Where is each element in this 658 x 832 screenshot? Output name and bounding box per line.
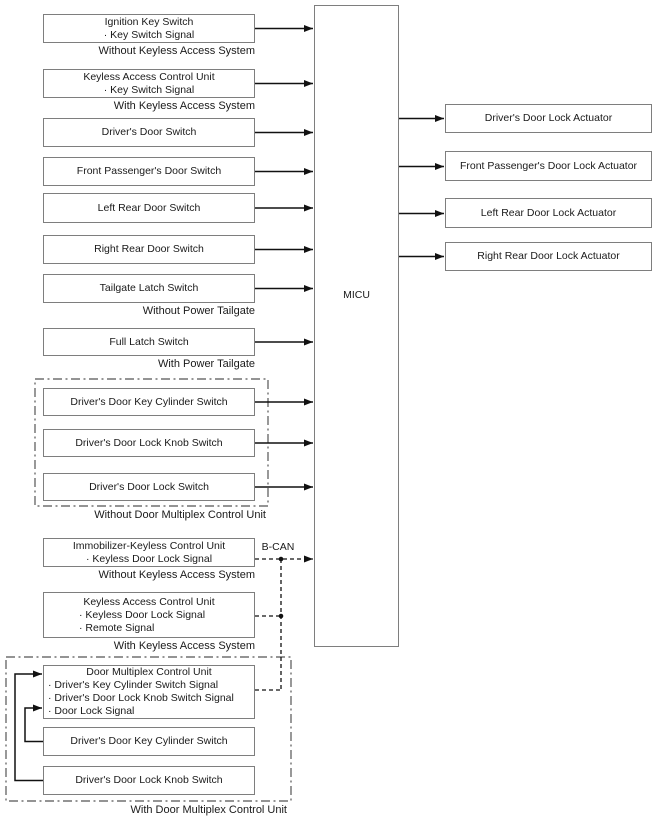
- box-title: Driver's Door Lock Actuator: [484, 112, 613, 124]
- input-box-drivers-door-lock-knob-switch-2: Driver's Door Lock Knob Switch: [43, 766, 255, 795]
- loop-arrow-lock-knob-to-multiplex: [14, 670, 43, 782]
- box-title: Left Rear Door Switch: [97, 201, 201, 214]
- input-box-door-multiplex-control-unit: Door Multiplex Control Unit · Driver's K…: [43, 665, 255, 719]
- box-title: Driver's Door Lock Knob Switch: [75, 774, 223, 786]
- input-box-ignition-key-switch: Ignition Key Switch · Key Switch Signal: [43, 14, 255, 43]
- box-signal-line: · Key Switch Signal: [103, 28, 195, 41]
- box-title: Full Latch Switch: [109, 335, 189, 348]
- caption-with-keyless-access-2: With Keyless Access System: [113, 640, 255, 652]
- input-box-drivers-door-lock-switch: Driver's Door Lock Switch: [43, 473, 255, 501]
- box-title: Left Rear Door Lock Actuator: [480, 206, 617, 219]
- output-box-drivers-door-lock-actuator: Driver's Door Lock Actuator: [445, 104, 652, 133]
- box-title: Door Multiplex Control Unit: [86, 666, 212, 678]
- box-title: Driver's Door Key Cylinder Switch: [70, 395, 228, 408]
- caption-without-keyless-access-1: Without Keyless Access System: [98, 45, 256, 57]
- input-box-drivers-door-key-cylinder-switch-2: Driver's Door Key Cylinder Switch: [43, 727, 255, 756]
- bcan-junction-dot: [278, 556, 284, 562]
- output-box-right-rear-door-lock-actuator: Right Rear Door Lock Actuator: [445, 242, 652, 271]
- input-box-keyless-access-control-unit-door-lock: Keyless Access Control Unit · Keyless Do…: [43, 592, 255, 638]
- box-signal-line: · Keyless Door Lock Signal: [79, 608, 206, 621]
- caption-without-keyless-access-2: Without Keyless Access System: [98, 569, 256, 581]
- input-box-drivers-door-switch: Driver's Door Switch: [43, 118, 255, 147]
- input-box-front-passengers-door-switch: Front Passenger's Door Switch: [43, 157, 255, 186]
- box-title: Driver's Door Lock Switch: [89, 480, 209, 493]
- box-title: Keyless Access Control Unit: [83, 70, 215, 83]
- box-title: Tailgate Latch Switch: [99, 282, 199, 294]
- input-box-drivers-door-key-cylinder-switch: Driver's Door Key Cylinder Switch: [43, 388, 255, 416]
- input-box-drivers-door-lock-knob-switch: Driver's Door Lock Knob Switch: [43, 429, 255, 457]
- micu-label: MICU: [343, 289, 370, 301]
- box-title: Keyless Access Control Unit: [83, 595, 215, 608]
- bcan-bus-label: B-CAN: [261, 541, 295, 553]
- input-box-tailgate-latch-switch: Tailgate Latch Switch: [43, 274, 255, 303]
- caption-without-door-multiplex-group: Without Door Multiplex Control Unit: [94, 509, 266, 521]
- box-signal-line: · Key Switch Signal: [103, 83, 195, 96]
- output-box-left-rear-door-lock-actuator: Left Rear Door Lock Actuator: [445, 198, 652, 228]
- box-title: Right Rear Door Lock Actuator: [477, 250, 620, 262]
- input-box-immobilizer-keyless-control-unit: Immobilizer-Keyless Control Unit · Keyle…: [43, 538, 255, 567]
- input-box-left-rear-door-switch: Left Rear Door Switch: [43, 193, 255, 223]
- box-title: Ignition Key Switch: [104, 15, 194, 28]
- box-signal-line: · Remote Signal: [79, 621, 155, 634]
- box-title: Driver's Door Key Cylinder Switch: [70, 735, 228, 747]
- input-box-right-rear-door-switch: Right Rear Door Switch: [43, 235, 255, 264]
- box-title: Immobilizer-Keyless Control Unit: [72, 539, 226, 552]
- box-title: Front Passenger's Door Lock Actuator: [459, 159, 638, 172]
- output-box-front-passengers-door-lock-actuator: Front Passenger's Door Lock Actuator: [445, 151, 652, 181]
- caption-without-power-tailgate: Without Power Tailgate: [142, 305, 255, 317]
- box-title: Driver's Door Lock Knob Switch: [75, 436, 223, 449]
- box-signal-line: · Driver's Door Lock Knob Switch Signal: [48, 692, 234, 704]
- box-title: Right Rear Door Switch: [94, 243, 204, 255]
- box-title: Driver's Door Switch: [101, 126, 197, 138]
- micu-box: MICU: [314, 5, 399, 647]
- caption-with-door-multiplex-group: With Door Multiplex Control Unit: [130, 804, 288, 816]
- caption-with-keyless-access-1: With Keyless Access System: [113, 100, 255, 112]
- input-box-keyless-access-control-unit-key: Keyless Access Control Unit · Key Switch…: [43, 69, 255, 98]
- input-box-full-latch-switch: Full Latch Switch: [43, 328, 255, 356]
- bcan-junction-dot: [278, 613, 284, 619]
- box-title: Front Passenger's Door Switch: [76, 165, 222, 177]
- box-signal-line: · Keyless Door Lock Signal: [85, 552, 213, 565]
- box-signal-line: · Driver's Key Cylinder Switch Signal: [48, 679, 219, 691]
- box-signal-line: · Door Lock Signal: [48, 705, 135, 717]
- loop-arrow-key-cylinder-to-multiplex: [24, 704, 43, 743]
- caption-with-power-tailgate: With Power Tailgate: [157, 358, 255, 370]
